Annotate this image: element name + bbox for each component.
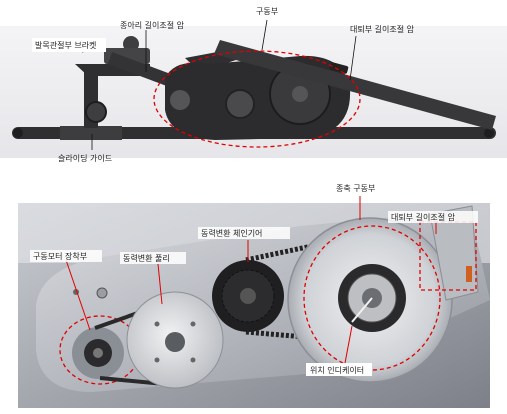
drive-unit-label: 구동부 xyxy=(256,7,278,16)
chain-gear-label: 동력변환 체인기어 xyxy=(201,228,262,238)
sliding-guide-label: 슬라이딩 가이드 xyxy=(58,153,112,163)
position-indicator-label: 위치 인디케이터 xyxy=(310,365,364,375)
ankle-bracket-label: 발목관절부 브라켓 xyxy=(35,40,96,50)
pulley-bolt xyxy=(154,321,160,327)
callout-line xyxy=(349,35,357,81)
pulley-hub xyxy=(165,332,185,352)
pulley-bolt xyxy=(154,357,160,363)
motor-mount-label: 구동모터 장착부 xyxy=(33,251,87,261)
knee-drive-label: 종축 구동부 xyxy=(336,184,375,193)
callout-line xyxy=(261,19,268,51)
position-indicator-needle xyxy=(351,297,373,323)
drive-pulley xyxy=(170,90,190,110)
drive-hub xyxy=(292,86,308,102)
sliding-carriage xyxy=(60,126,122,140)
thigh-arm xyxy=(214,40,496,130)
thigh-arm-clamp xyxy=(466,266,472,282)
bottom-photo: 종축 구동부 대퇴부 길이조절 암 동력변환 체인기어 구동모터 장착부 동력변… xyxy=(18,184,490,408)
ankle-joint xyxy=(85,101,107,123)
rail-end-cap xyxy=(484,128,494,138)
thigh-arm-slot xyxy=(329,62,349,74)
motor-shaft xyxy=(93,348,103,358)
pulley-bolt xyxy=(190,321,196,327)
label-box xyxy=(388,211,478,223)
knee-drive-callout xyxy=(303,225,441,371)
thigh-arm-photo-label: 대퇴부 길이조절 암 xyxy=(391,212,456,222)
drive-unit-callout xyxy=(153,50,361,148)
pointer-line xyxy=(157,263,163,305)
pointer-line xyxy=(65,259,91,331)
label-box xyxy=(30,250,102,262)
rail-end-cap xyxy=(13,128,23,138)
top-diagram: 발목관절부 브라켓 종아리 길이조절 암 구동부 대퇴부 길이조절 암 슬라이딩… xyxy=(0,7,507,163)
screw xyxy=(96,287,108,299)
chain-gear-hub xyxy=(240,288,256,304)
drive-gear xyxy=(225,89,255,119)
label-box xyxy=(198,227,290,239)
pointer-line xyxy=(344,325,353,364)
label-box xyxy=(32,38,106,52)
label-box xyxy=(306,363,372,376)
thigh-arm-label: 대퇴부 길이조절 암 xyxy=(350,24,415,34)
pulley-label: 동력변환 풀리 xyxy=(123,253,170,263)
pulley-bolt xyxy=(190,357,196,363)
shank-arm-label: 종아리 길이조절 암 xyxy=(120,20,185,30)
label-box xyxy=(120,252,186,264)
